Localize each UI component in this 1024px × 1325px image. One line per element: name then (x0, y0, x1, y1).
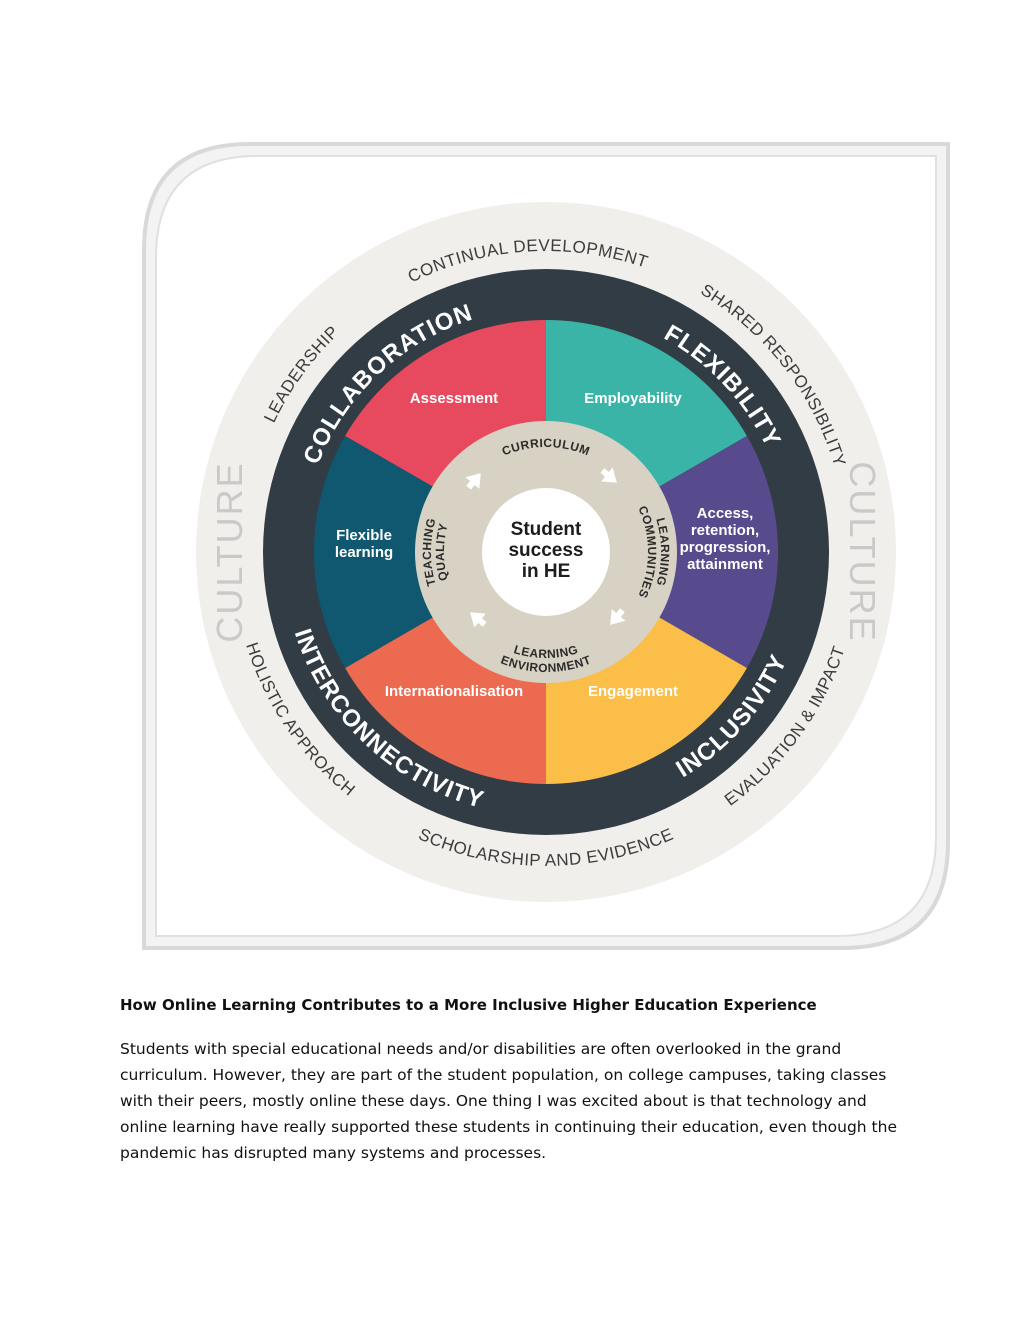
student-success-wheel: LEADERSHIP CONTINUAL DEVELOPMENT SHARED … (142, 142, 950, 950)
center-line-3: in HE (522, 561, 571, 582)
center-circle (482, 488, 610, 616)
article: How Online Learning Contributes to a Mor… (120, 994, 910, 1166)
segment-label-engagement: Engagement (588, 683, 678, 700)
arrow-icon (470, 612, 487, 628)
segment-label-assessment: Assessment (410, 390, 498, 407)
cycle-arrows (465, 467, 626, 628)
center-line-2: success (508, 540, 583, 561)
culture-left: CULTURE (209, 461, 250, 642)
arrow-icon (610, 608, 626, 625)
segment-label-employability: Employability (584, 390, 682, 407)
arrow-icon (600, 467, 617, 483)
diagram-figure: LEADERSHIP CONTINUAL DEVELOPMENT SHARED … (140, 140, 952, 952)
culture-right: CULTURE (842, 461, 883, 642)
segment-label-access: Access,retention,progression,attainment (680, 505, 771, 573)
article-body: Students with special educational needs … (120, 1040, 897, 1162)
arrow-icon (465, 473, 481, 490)
article-heading: How Online Learning Contributes to a Mor… (120, 996, 817, 1014)
center-line-1: Student (511, 519, 582, 540)
segment-label-internationalisation: Internationalisation (385, 683, 523, 700)
